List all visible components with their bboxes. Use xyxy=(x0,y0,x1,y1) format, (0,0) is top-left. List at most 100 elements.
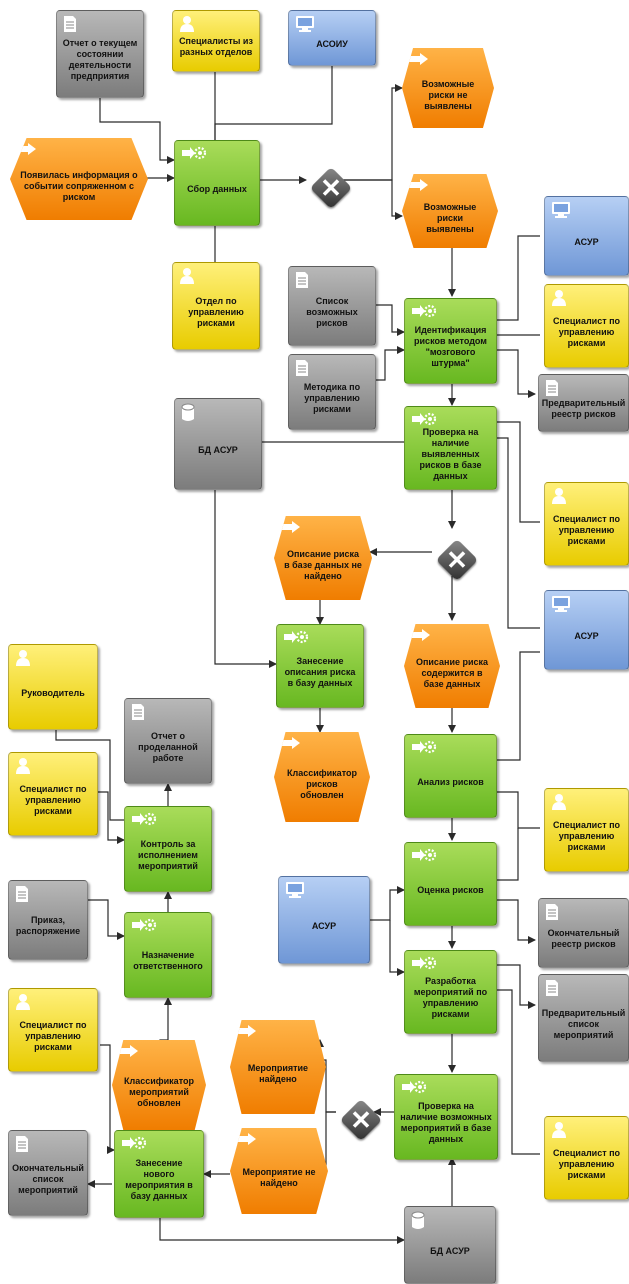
function-identify-risks-label: Идентификация рисков методом "мозгового … xyxy=(414,325,487,368)
event-risks-not-found: Возможные риски не выявлены xyxy=(402,48,494,128)
document-preliminary-registry: Предварительный реестр рисков xyxy=(538,374,629,432)
function-assess-risks: Оценка рисков xyxy=(404,842,497,926)
document-icon xyxy=(545,979,559,1000)
document-icon xyxy=(15,885,29,906)
document-icon xyxy=(295,359,309,380)
document-preliminary-measures-label: Предварительный список мероприятий xyxy=(541,1007,626,1040)
system-asur-2: АСУР xyxy=(544,590,629,670)
event-info-appeared: Появилась информация о событии сопряженн… xyxy=(10,138,148,220)
gear-arrow-icon xyxy=(411,847,437,866)
arrow-icon xyxy=(410,628,432,645)
function-develop-measures-label: Разработка мероприятий по управлению рис… xyxy=(413,976,488,1019)
org-specialist-7-label: Специалист по управлению рисками xyxy=(552,1147,621,1180)
document-final-measures: Окончательный список мероприятий xyxy=(8,1130,88,1216)
document-final-measures-label: Окончательный список мероприятий xyxy=(12,1162,84,1195)
event-measure-not-found-label: Мероприятие не найдено xyxy=(242,1167,316,1188)
document-icon xyxy=(131,703,145,724)
event-description-exists-label: Описание риска содержится в базе данных xyxy=(415,656,489,689)
gear-arrow-icon xyxy=(411,303,437,322)
gear-arrow-icon xyxy=(411,955,437,974)
org-manager: Руководитель xyxy=(8,644,98,730)
function-assign-responsible: Назначение ответственного xyxy=(124,912,212,998)
event-info-appeared-label: Появилась информация о событии сопряженн… xyxy=(20,169,138,202)
system-asur-1-label: АСУР xyxy=(574,236,599,247)
org-risk-department: Отдел по управлению рисками xyxy=(172,262,260,350)
cylinder-icon xyxy=(181,403,195,426)
system-asur-3-label: АСУР xyxy=(311,920,337,931)
function-develop-measures: Разработка мероприятий по управлению рис… xyxy=(404,950,497,1034)
document-icon xyxy=(545,903,559,924)
arrow-icon xyxy=(118,1044,140,1061)
system-asur-2-label: АСУР xyxy=(574,630,599,641)
function-enter-measure-label: Занесение нового мероприятия в базу данн… xyxy=(125,1158,193,1201)
org-specialist-1: Специалист по управлению рисками xyxy=(544,284,629,368)
person-icon xyxy=(551,793,567,814)
gear-arrow-icon xyxy=(131,917,157,936)
document-method: Методика по управлению рисками xyxy=(288,354,376,430)
function-analyze-risks-label: Анализ рисков xyxy=(417,776,484,787)
function-collect-data-label: Сбор данных xyxy=(187,183,247,194)
document-icon xyxy=(545,379,559,400)
x-icon: ✕ xyxy=(446,544,468,575)
document-icon xyxy=(15,1135,29,1156)
document-risk-list: Список возможных рисков xyxy=(288,266,376,346)
monitor-icon xyxy=(551,595,571,616)
arrow-icon xyxy=(280,520,302,537)
x-icon: ✕ xyxy=(320,172,342,203)
document-icon xyxy=(63,15,77,36)
database-asur-1: БД АСУР xyxy=(174,398,262,490)
document-risk-list-label: Список возможных рисков xyxy=(306,295,358,328)
person-icon xyxy=(15,757,31,778)
arrow-icon xyxy=(236,1024,258,1041)
monitor-icon xyxy=(295,15,315,36)
event-classifier-updated: Классификатор рисков обновлен xyxy=(274,732,370,822)
org-specialist-7: Специалист по управлению рисками xyxy=(544,1116,629,1200)
document-work-report: Отчет о проделанной работе xyxy=(124,698,212,784)
org-specialist-6-label: Специалист по управлению рисками xyxy=(19,1019,87,1052)
arrow-icon xyxy=(236,1132,258,1149)
function-check-database-label: Проверка на наличие выявленных рисков в … xyxy=(419,426,482,481)
org-specialist-1-label: Специалист по управлению рисками xyxy=(552,315,621,348)
person-icon xyxy=(15,993,31,1014)
function-assign-responsible-label: Назначение ответственного xyxy=(133,950,203,971)
arrow-icon xyxy=(408,178,430,195)
database-asur-2: БД АСУР xyxy=(404,1206,496,1284)
event-measure-found: Мероприятие найдено xyxy=(230,1020,326,1114)
event-description-not-found: Описание риска в базе данных не найдено xyxy=(274,516,372,600)
person-icon xyxy=(179,15,195,36)
arrow-icon xyxy=(408,52,430,69)
document-work-report-label: Отчет о проделанной работе xyxy=(138,730,198,763)
function-enter-description: Занесение описания риска в базу данных xyxy=(276,624,364,708)
org-manager-label: Руководитель xyxy=(21,687,85,698)
document-order-label: Приказ, распоряжение xyxy=(15,915,81,936)
function-control-execution: Контроль за исполнением мероприятий xyxy=(124,806,212,892)
system-asoiu: АСОИУ xyxy=(288,10,376,66)
system-asoiu-label: АСОИУ xyxy=(316,38,348,49)
person-icon xyxy=(551,1121,567,1142)
event-risks-found: Возможные риски выявлены xyxy=(402,174,498,248)
gear-arrow-icon xyxy=(121,1135,147,1154)
database-asur-2-label: БД АСУР xyxy=(430,1245,470,1256)
system-asur-1: АСУР xyxy=(544,196,629,276)
event-measure-classifier-updated-label: Классификатор мероприятий обновлен xyxy=(124,1075,194,1108)
document-final-registry-label: Окончательный реестр рисков xyxy=(547,928,620,949)
people-icon xyxy=(179,267,195,288)
document-method-label: Методика по управлению рисками xyxy=(303,381,361,414)
org-specialist-6: Специалист по управлению рисками xyxy=(8,988,98,1072)
document-final-registry: Окончательный реестр рисков xyxy=(538,898,629,968)
monitor-icon xyxy=(551,201,571,222)
person-icon xyxy=(15,649,31,670)
event-measure-classifier-updated: Классификатор мероприятий обновлен xyxy=(112,1040,206,1130)
org-specialist-2: Специалист по управлению рисками xyxy=(544,482,629,566)
document-preliminary-measures: Предварительный список мероприятий xyxy=(538,974,629,1062)
document-preliminary-registry-label: Предварительный реестр рисков xyxy=(541,398,626,419)
system-asur-3: АСУР xyxy=(278,876,370,964)
event-classifier-updated-label: Классификатор рисков обновлен xyxy=(287,767,357,800)
person-icon xyxy=(551,289,567,310)
x-icon: ✕ xyxy=(350,1104,372,1135)
function-identify-risks: Идентификация рисков методом "мозгового … xyxy=(404,298,497,384)
person-icon xyxy=(551,487,567,508)
org-specialists-departments: Специалисты из разных отделов xyxy=(172,10,260,72)
event-risks-found-label: Возможные риски выявлены xyxy=(423,201,477,234)
event-measure-found-label: Мероприятие найдено xyxy=(247,1063,309,1084)
